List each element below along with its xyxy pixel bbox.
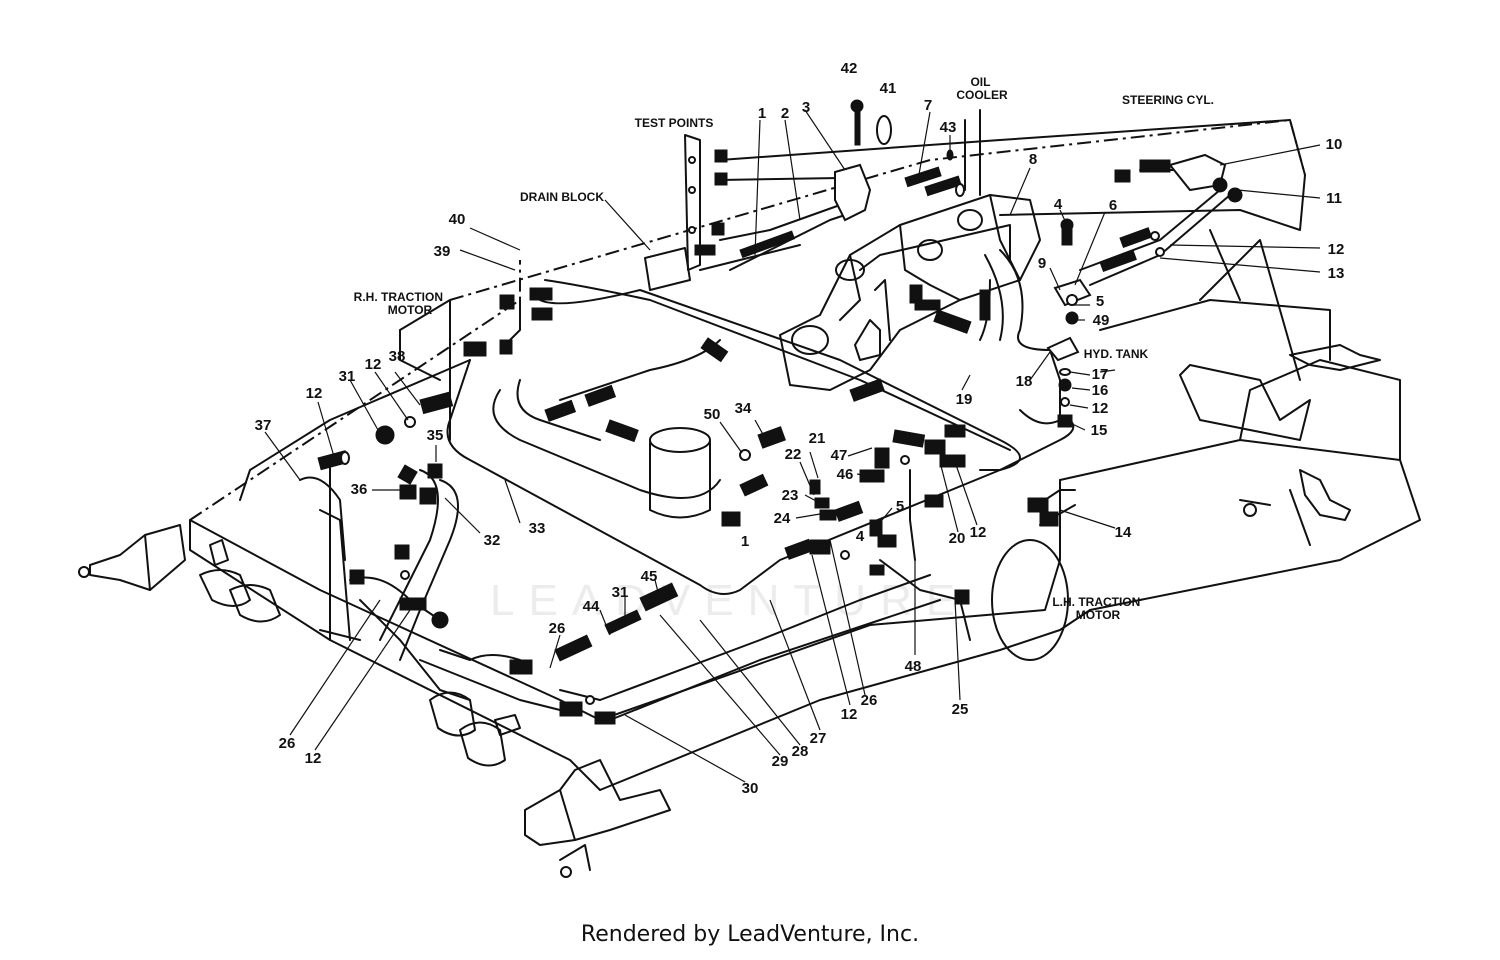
chassis-frame: [189, 118, 1421, 791]
part-number: 12: [1328, 241, 1345, 258]
part-number: 42: [841, 60, 858, 77]
callout-test-points: TEST POINTS: [635, 116, 714, 130]
part-number: 12: [970, 524, 987, 541]
part-number: 22: [785, 446, 802, 463]
watermark: LEADVENTURE: [490, 576, 969, 625]
part-number: 16: [1092, 382, 1109, 399]
part-number: 29: [772, 753, 789, 770]
part-number: 5: [1096, 293, 1104, 310]
part-number: 31: [339, 368, 356, 385]
drain-block-assy: [644, 134, 701, 291]
part-number: 3: [802, 99, 810, 116]
part-number: 44: [583, 598, 600, 615]
part-number: 27: [810, 730, 827, 747]
part-number: 14: [1115, 524, 1132, 541]
front-left-brackets: [78, 524, 281, 623]
part-number: 30: [742, 780, 759, 797]
part-number: 13: [1328, 265, 1345, 282]
part-number: 37: [255, 417, 272, 434]
part-number: 4: [856, 528, 865, 545]
part-number: 20: [949, 530, 966, 547]
part-number: 18: [1016, 373, 1033, 390]
part-number: 6: [1109, 197, 1117, 214]
part-number: 1: [741, 533, 749, 550]
part-number: 12: [306, 385, 323, 402]
callout-hyd-tank: HYD. TANK: [1084, 347, 1149, 361]
part-number: 24: [774, 510, 791, 527]
callout-labels: OIL COOLER STEERING CYL. TEST POINTS DRA…: [354, 75, 1214, 622]
part-number: 23: [782, 487, 799, 504]
leader-lines: [264, 109, 1321, 783]
callout-rh-traction-motor: R.H. TRACTION MOTOR: [354, 290, 447, 317]
footer-credit: Rendered by LeadVenture, Inc.: [580, 922, 920, 947]
part-number: 11: [1326, 190, 1342, 207]
callout-oil-cooler: OIL COOLER: [956, 75, 1008, 102]
part-number: 45: [641, 568, 658, 585]
part-number: 26: [861, 692, 878, 709]
part-number: 9: [1038, 255, 1046, 272]
part-number: 2: [781, 105, 789, 122]
callout-steering-cyl: STEERING CYL.: [1122, 93, 1214, 107]
part-number: 32: [484, 532, 501, 549]
part-number: 15: [1091, 422, 1108, 439]
part-number: 38: [389, 348, 406, 365]
callout-lh-traction-motor: L.H. TRACTION MOTOR: [1052, 595, 1143, 622]
part-number: 8: [1029, 151, 1037, 168]
part-number: 25: [952, 701, 969, 718]
part-number: 40: [449, 211, 466, 228]
part-number: 17: [1092, 366, 1109, 383]
part-number: 35: [427, 427, 444, 444]
part-number: 50: [704, 406, 721, 423]
part-number: 12: [305, 750, 322, 767]
part-number: 41: [880, 80, 897, 97]
hydraulic-pump: [779, 194, 1041, 391]
part-number: 31: [612, 584, 629, 601]
rear-bottom-brackets: [429, 691, 671, 878]
part-number: 26: [279, 735, 296, 752]
part-number: 7: [924, 97, 932, 114]
part-number: 4: [1054, 196, 1063, 213]
part-number: 33: [529, 520, 546, 537]
part-number: 19: [956, 391, 973, 408]
part-number: 48: [905, 658, 922, 675]
part-number: 1: [758, 105, 766, 122]
part-number: 28: [792, 743, 809, 760]
part-number: 12: [1092, 400, 1109, 417]
part-number: 21: [809, 430, 826, 447]
part-number: 49: [1093, 312, 1110, 329]
part-numbers: 42 41 7 43 1 2 3 8 10 11 12 13 4 6 9 5 4…: [255, 60, 1345, 797]
part-number: 34: [735, 400, 752, 417]
callout-drain-block: DRAIN BLOCK: [520, 190, 604, 204]
part-number: 36: [351, 481, 368, 498]
fittings: [317, 99, 1243, 725]
part-number: 5: [896, 498, 904, 515]
oil-filter: [649, 427, 711, 519]
part-number: 12: [365, 356, 382, 373]
part-number: 10: [1326, 136, 1343, 153]
rear-right-linkage: [1179, 229, 1381, 546]
part-number: 46: [837, 466, 854, 483]
part-number: 39: [434, 243, 451, 260]
part-number: 26: [549, 620, 566, 637]
part-number: 47: [831, 447, 848, 464]
part-number: 43: [940, 119, 957, 136]
part-number: 12: [841, 706, 858, 723]
